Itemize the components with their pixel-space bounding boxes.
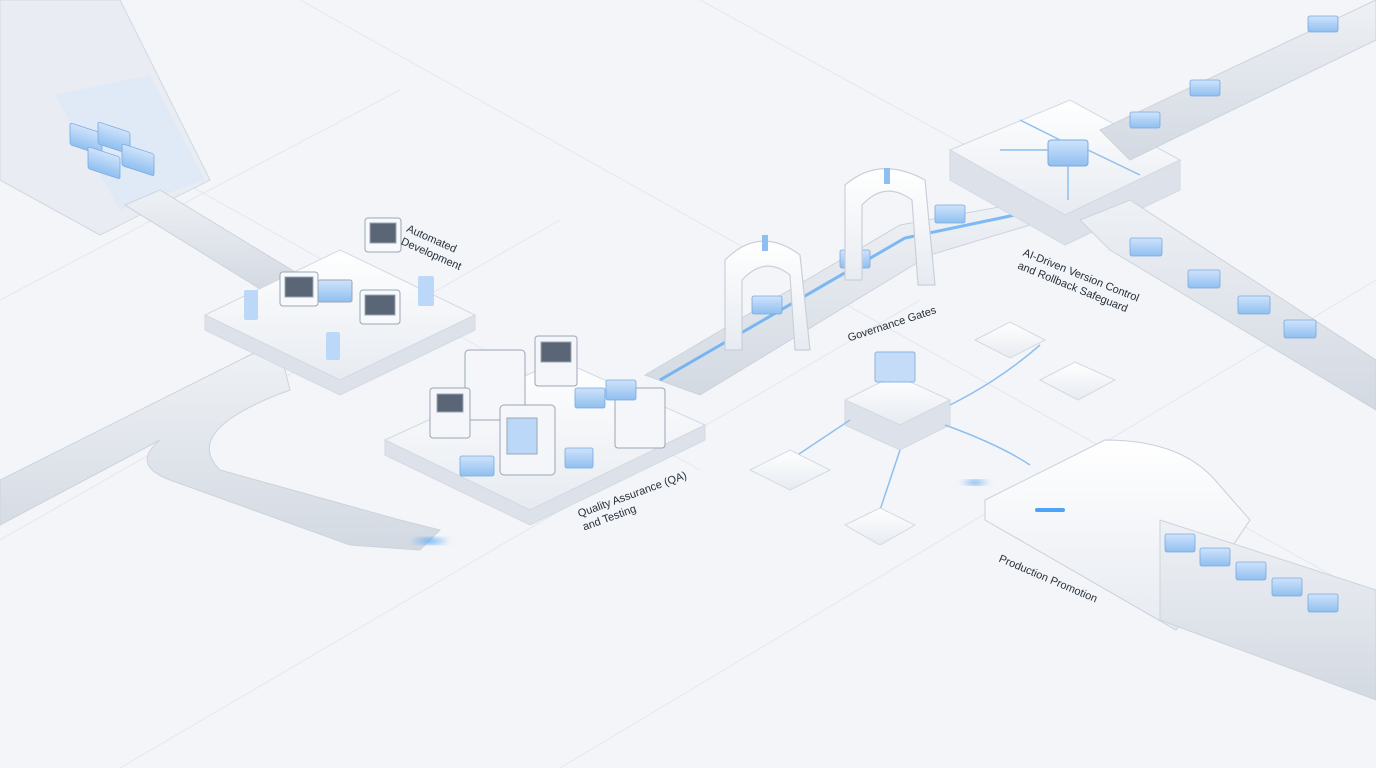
conveyor-left-loop [0,352,440,550]
document-hopper [0,0,210,235]
conveyor-intake [125,190,300,292]
conveyor-governance-ramp [645,205,1030,395]
conveyor-upper-right [1080,0,1376,410]
